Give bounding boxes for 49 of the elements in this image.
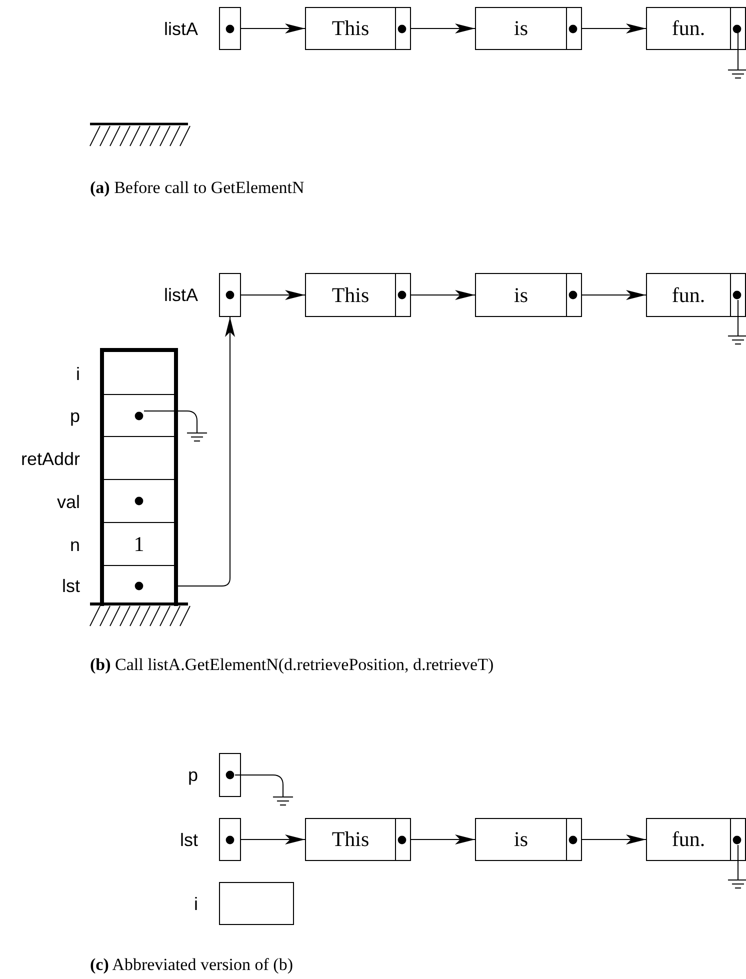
variable-box	[219, 882, 294, 925]
variable-label: lst	[180, 828, 198, 850]
node-value: is	[512, 15, 529, 42]
variable-label: n	[70, 534, 80, 556]
list-node-box	[646, 273, 746, 317]
list-node-box	[305, 7, 411, 50]
node-value: This	[330, 826, 370, 853]
pointer-box	[219, 753, 241, 797]
arrow	[410, 290, 476, 300]
variable-label: listA	[164, 284, 198, 306]
figure-caption: (b) Call listA.GetElementN(d.retrievePosition, d.retrieveT)	[90, 655, 494, 675]
variable-label: retAddr	[20, 448, 80, 470]
list-node-box	[646, 7, 746, 50]
list-node-box	[475, 273, 582, 317]
node-value: is	[512, 282, 529, 308]
arrow	[240, 834, 306, 844]
list-node-box	[305, 273, 411, 317]
node-value: This	[330, 15, 370, 42]
node-value: fun.	[670, 282, 706, 308]
variable-label: p	[188, 764, 198, 786]
list-node-box	[475, 818, 582, 861]
variable-label: listA	[164, 18, 198, 40]
arrow	[582, 290, 646, 300]
list-node-box	[305, 818, 411, 861]
arrow	[410, 834, 476, 844]
arrow	[582, 834, 646, 844]
arrow	[240, 290, 306, 300]
pointer-box	[219, 273, 241, 317]
node-value: is	[512, 826, 529, 853]
pointer-box	[219, 7, 241, 50]
figure-caption: (a) Before call to GetElementN	[90, 178, 304, 198]
variable-label: p	[70, 405, 80, 427]
variable-label: lst	[62, 575, 80, 597]
pointer-box	[219, 818, 241, 861]
cell-value: 1	[132, 532, 146, 556]
variable-label: val	[56, 490, 80, 512]
stack-frame	[100, 348, 178, 606]
list-node-box	[475, 7, 582, 50]
node-value: This	[330, 282, 370, 308]
node-value: fun.	[670, 15, 706, 42]
variable-label: i	[76, 362, 80, 384]
figure-caption: (c) Abbreviated version of (b)	[90, 955, 293, 975]
arrow	[240, 24, 306, 34]
arrow	[178, 316, 235, 586]
list-node-box	[646, 818, 746, 861]
arrow	[410, 24, 476, 34]
variable-label: i	[194, 892, 198, 914]
node-value: fun.	[670, 826, 706, 853]
arrow	[582, 24, 646, 34]
